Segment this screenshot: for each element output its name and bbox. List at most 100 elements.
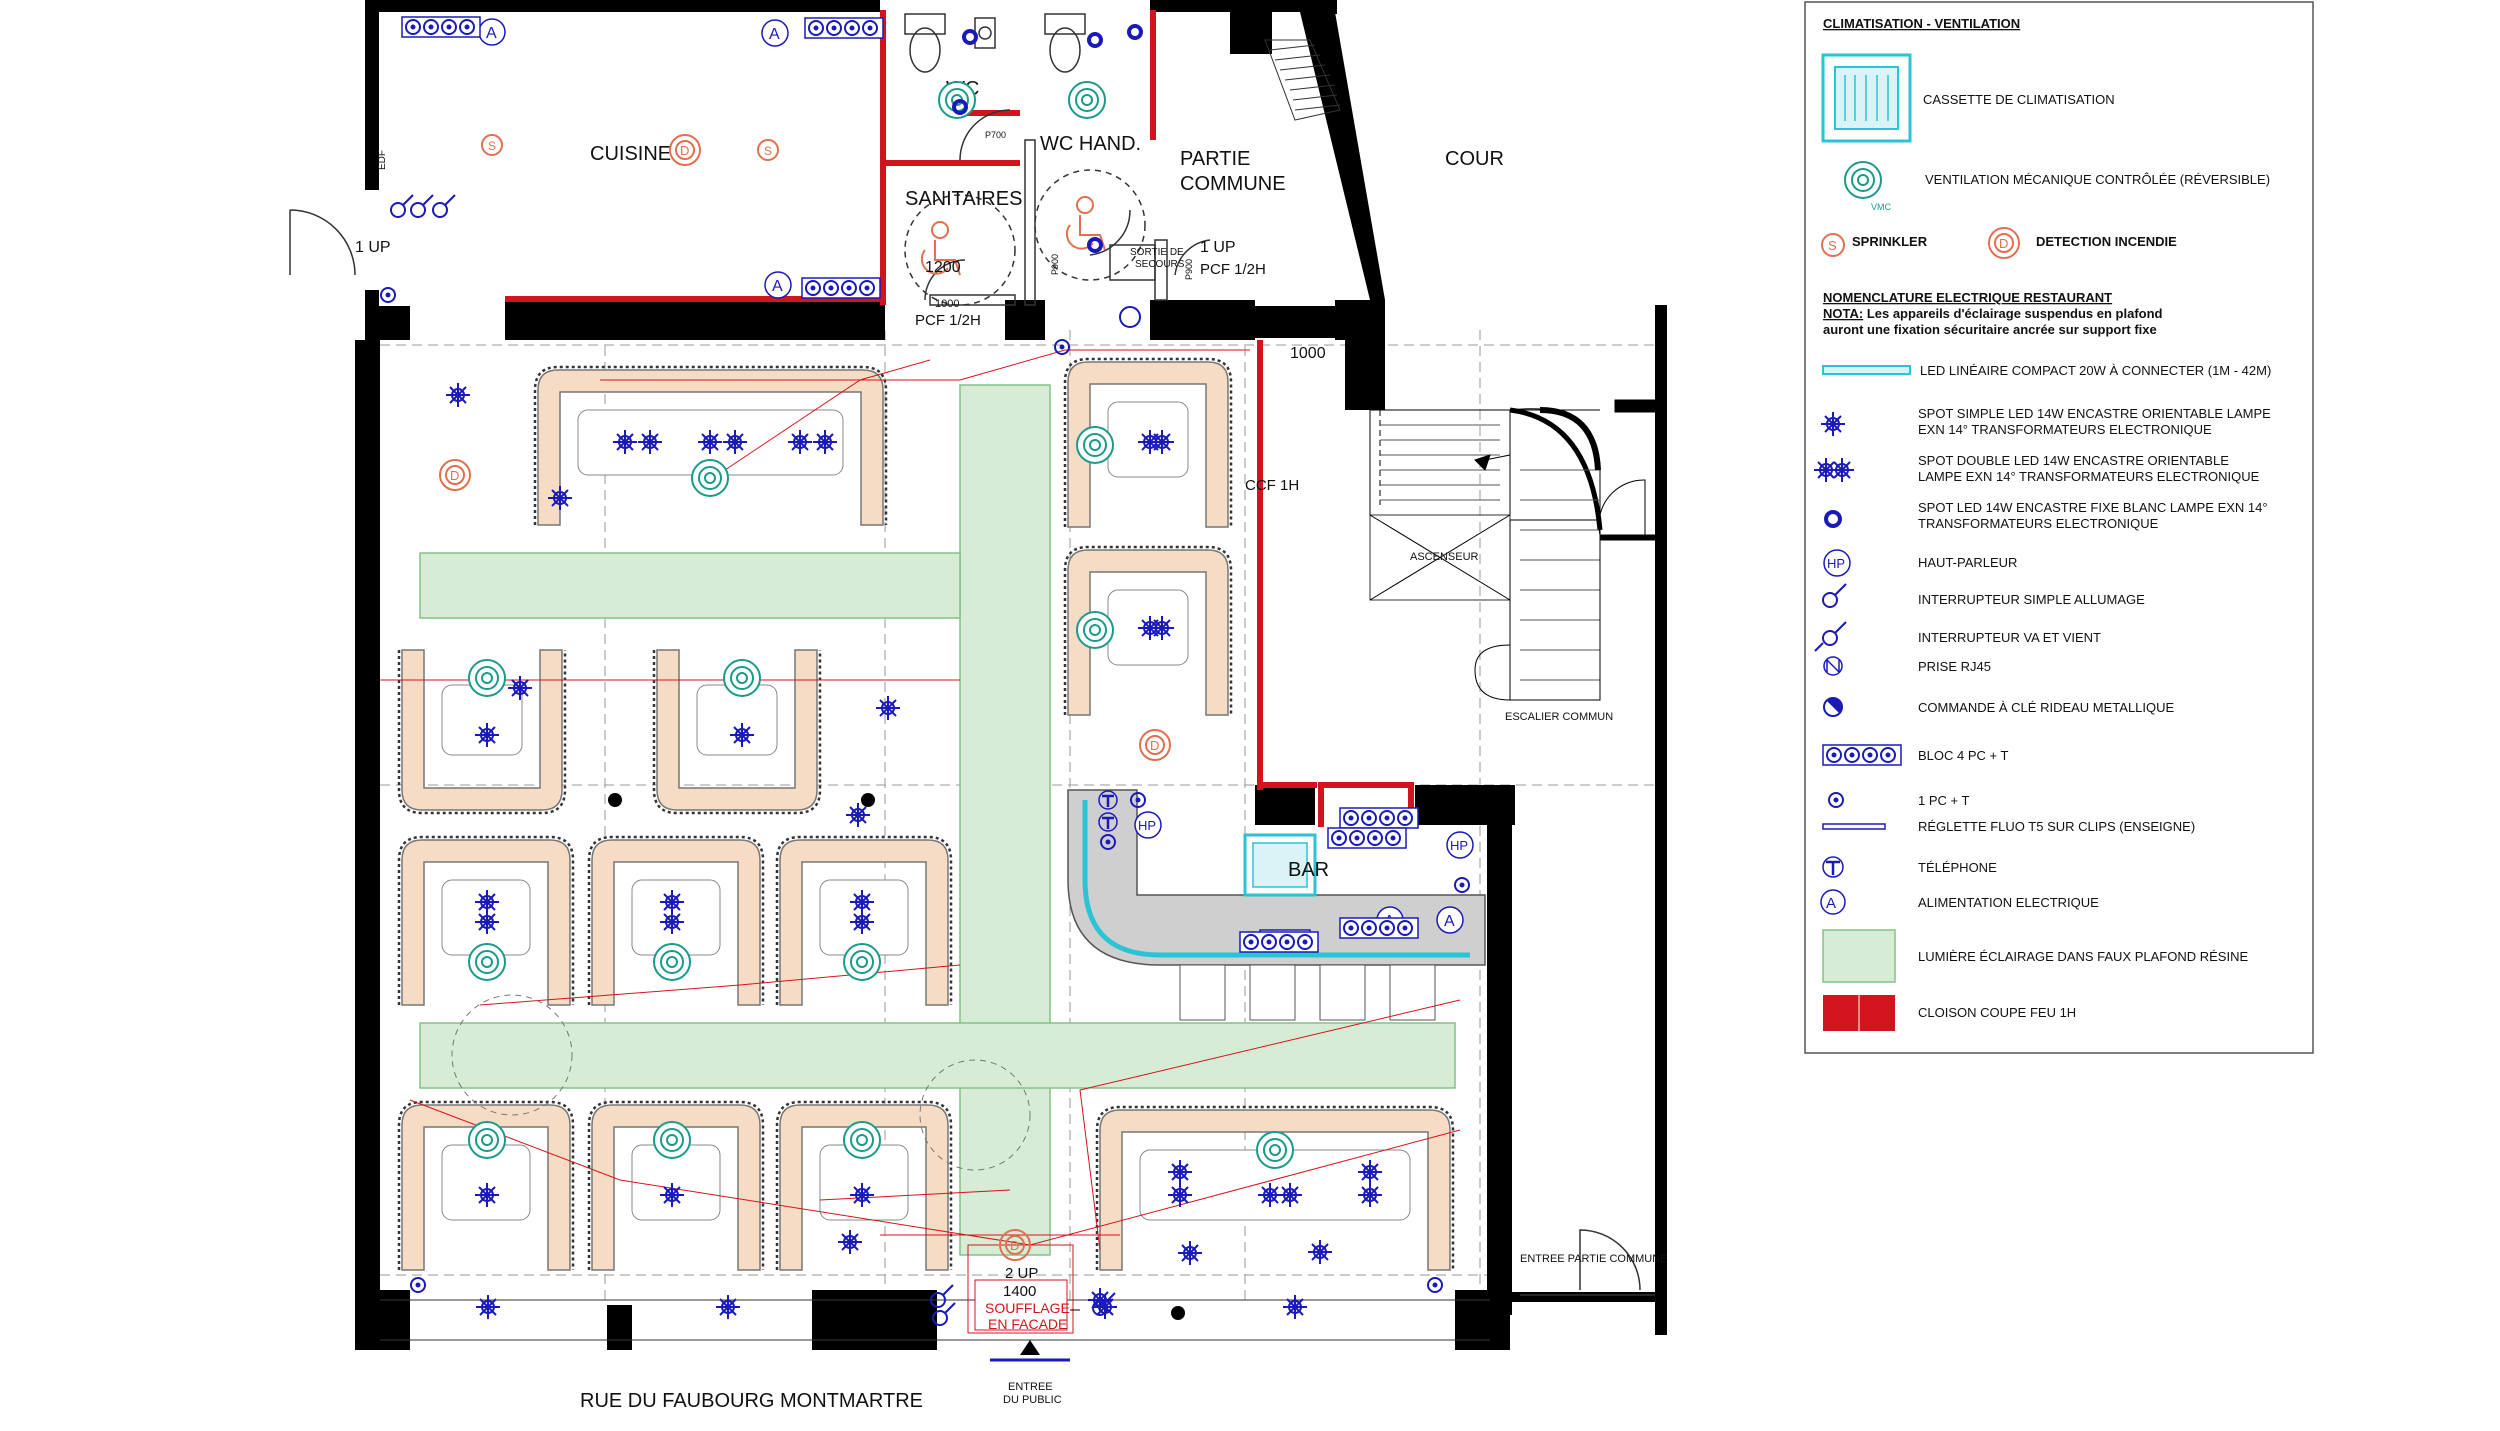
label-escalier: ESCALIER COMMUN — [1505, 711, 1613, 723]
entry-arrow-icon — [990, 1340, 1070, 1362]
switch-ring — [932, 1310, 948, 1326]
vmc-icon — [1256, 1131, 1294, 1169]
hp-letter: HP — [1138, 818, 1156, 833]
booth — [587, 835, 765, 1006]
hp-icon: HP — [1446, 831, 1474, 859]
pc-icon — [380, 287, 396, 303]
booth-back — [1063, 545, 1233, 715]
legend-cassette: CASSETTE DE CLIMATISATION — [1923, 92, 2115, 107]
booth-back — [397, 835, 575, 1005]
booth — [397, 1100, 575, 1271]
switch-arm — [942, 1284, 954, 1296]
booth-back — [652, 650, 822, 815]
legend-vmc-tag: VMC — [1871, 202, 1892, 212]
detection-letter: D — [680, 143, 689, 158]
switch-icon — [390, 194, 414, 218]
switch-ring — [390, 202, 406, 218]
sprinkler-icon: S — [757, 139, 779, 161]
legend-spot-fixe-2: TRANSFORMATEURS ELECTRONIQUE — [1918, 516, 2159, 531]
label-entree-1: ENTREE — [1008, 1381, 1053, 1393]
label-entree-2: DU PUBLIC — [1003, 1394, 1062, 1406]
booth-seat — [401, 1104, 571, 1271]
hp-ring — [1446, 831, 1474, 859]
label-bar: BAR — [1288, 859, 1329, 881]
detection-letter: D — [1150, 738, 1159, 753]
label-edf: EDF — [377, 150, 388, 170]
vmc-icon — [468, 1121, 506, 1159]
legend-bloc: BLOC 4 PC + T — [1918, 748, 2008, 763]
booth-back — [1095, 1105, 1455, 1270]
switch-icon — [932, 1302, 956, 1326]
label-p900-a: P900 — [1050, 254, 1060, 275]
walls — [355, 0, 1667, 1350]
label-ccf: CCF 1H — [1245, 477, 1299, 494]
legend-spot-fixe-1: SPOT LED 14W ENCASTRE FIXE BLANC LAMPE E… — [1918, 500, 2268, 515]
vmc-icon — [843, 943, 881, 981]
legend-cloison: CLOISON COUPE FEU 1H — [1918, 1005, 2076, 1020]
legend-rj45: PRISE RJ45 — [1918, 659, 1991, 674]
label-cour: COUR — [1445, 148, 1504, 170]
telephone-icon — [1098, 812, 1118, 832]
legend-pc: 1 PC + T — [1918, 793, 1969, 808]
tel-ring — [1098, 812, 1118, 832]
label-1up-commune: 1 UP — [1200, 239, 1236, 256]
booth-seat — [1067, 549, 1229, 716]
booth-back — [397, 650, 567, 815]
alimentation-icon: A — [1436, 906, 1464, 934]
vmc-icon — [468, 943, 506, 981]
booth-back — [397, 1100, 575, 1270]
label-street: RUE DU FAUBOURG MONTMARTRE — [580, 1390, 923, 1412]
bloc-4pc-icon — [1239, 931, 1319, 953]
vmc-icon — [1844, 161, 1882, 199]
label-p900-b: P900 — [1184, 259, 1194, 280]
hp-icon: HP — [1134, 811, 1162, 839]
switch-arm — [444, 194, 456, 206]
vmc-icon — [691, 459, 729, 497]
vmc-icon — [723, 659, 761, 697]
vmc-icon — [843, 1121, 881, 1159]
bloc-4pc-icon — [801, 277, 881, 299]
vmc-icon — [653, 1121, 691, 1159]
alimentation-icon: A — [1820, 889, 1846, 915]
bloc-4pc-icon — [1327, 827, 1407, 849]
detection-letter: D — [450, 468, 459, 483]
legend-nota-label: NOTA: — [1823, 306, 1863, 321]
booth-seat — [779, 839, 949, 1006]
switch-ring — [432, 202, 448, 218]
legend-spot-double-2: LAMPE EXN 14° TRANSFORMATEURS ELECTRONIQ… — [1918, 469, 2260, 484]
stairs-top — [1264, 39, 1341, 121]
vmc-icon — [653, 943, 691, 981]
door-partie-commune — [1520, 1229, 1655, 1296]
bloc-4pc-icon — [1339, 917, 1419, 939]
booth-seat — [401, 839, 571, 1006]
label-ascenseur: ASCENSEUR — [1410, 551, 1479, 563]
booth — [775, 835, 953, 1006]
label-pcf-sanit: PCF 1/2H — [915, 312, 981, 329]
alim-ring — [764, 271, 792, 299]
booth-seat — [591, 1104, 761, 1271]
sprinkler-icon: S — [1821, 233, 1845, 257]
booth — [587, 1100, 765, 1271]
spot-fixe-icon — [1127, 24, 1143, 40]
legend-spot-simple-1: SPOT SIMPLE LED 14W ENCASTRE ORIENTABLE … — [1918, 406, 2271, 421]
bloc-4pc-icon — [1339, 807, 1419, 829]
label-sortie-2: SECOURS — [1135, 259, 1185, 270]
alimentation-icon: A — [761, 19, 789, 47]
label-door-left: 1 UP — [355, 239, 391, 256]
svg-text:NOTA: Les appareils d'éclairag: NOTA: Les appareils d'éclairage suspendu… — [1823, 306, 2163, 321]
bloc-4pc-icon — [401, 16, 481, 38]
booth — [1095, 1105, 1455, 1271]
detection-icon: D — [999, 1229, 1031, 1261]
resin-ceiling-light — [419, 384, 1456, 1256]
switch-icon — [930, 1284, 954, 1308]
booth-seat — [656, 649, 818, 811]
booth-seat — [537, 369, 884, 526]
legend-sprinkler: SPRINKLER — [1852, 234, 1928, 249]
booth-seat — [1099, 1109, 1451, 1271]
booth-back — [587, 1100, 765, 1270]
legend-lumiere: LUMIÈRE ÉCLAIRAGE DANS FAUX PLAFOND RÉSI… — [1918, 949, 2248, 964]
legend-nota-1: Les appareils d'éclairage suspendus en p… — [1863, 306, 2162, 321]
switch-simple-icon — [1822, 583, 1847, 608]
detection-icon: D — [439, 459, 471, 491]
